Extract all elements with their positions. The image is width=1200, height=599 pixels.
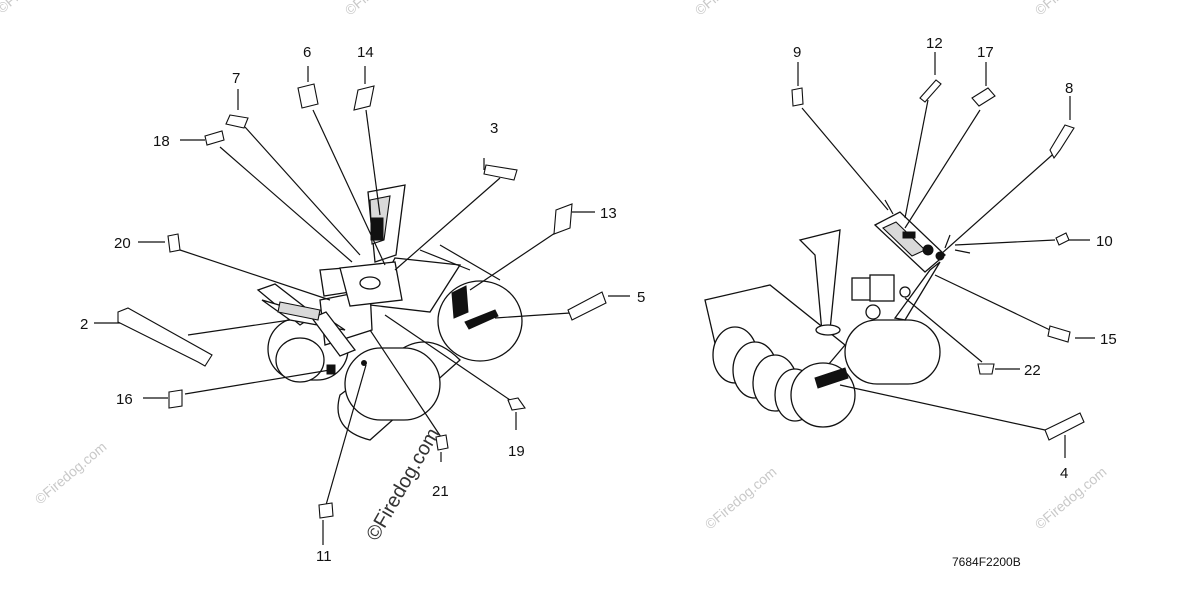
callout-3: 3: [490, 120, 498, 137]
callout-11: 11: [316, 548, 332, 565]
decal-16: [168, 389, 183, 409]
decal-5: [567, 291, 607, 321]
decal-14: [353, 85, 375, 111]
watermarks: ©Firedog.com ©Firedog.com ©Firedog.com ©…: [0, 0, 1109, 532]
callout-19: 19: [508, 443, 525, 460]
decal-19: [507, 397, 526, 411]
callout-9: 9: [793, 44, 801, 61]
decal-8: [1049, 124, 1075, 160]
left-decals: [117, 83, 607, 519]
decal-11: [318, 502, 334, 519]
callout-22: 22: [1024, 362, 1041, 379]
callout-7: 7: [232, 70, 240, 87]
watermark-mid-left: ©Firedog.com: [32, 438, 110, 507]
right-callout-numbers: 4 8 9 10 12 15 17 22: [793, 35, 1117, 482]
decal-7: [225, 114, 249, 129]
drawing-code-group: 7684F2200B: [952, 555, 1021, 569]
snowblower-left: [256, 184, 523, 441]
decal-17: [971, 87, 996, 107]
decal-15: [1047, 325, 1071, 343]
callout-10: 10: [1096, 233, 1113, 250]
left-leader-lines: [94, 66, 630, 545]
callout-5: 5: [637, 289, 645, 306]
decal-18: [204, 130, 225, 146]
callout-8: 8: [1065, 80, 1073, 97]
callout-15: 15: [1100, 331, 1117, 348]
decal-10: [1055, 232, 1070, 246]
snowblower-right: [704, 199, 971, 428]
decal-22: [977, 363, 995, 375]
watermark-top-left: ©Firedog.com: [0, 0, 71, 16]
right-leader-lines: [797, 52, 1095, 458]
drawing-code: 7684F2200B: [952, 555, 1021, 569]
watermark-top-mid: ©Firedog.com: [342, 0, 420, 18]
watermark-mid-right: ©Firedog.com: [702, 463, 780, 532]
callout-17: 17: [977, 44, 994, 61]
callout-21: 21: [432, 483, 449, 500]
decal-4: [1044, 412, 1085, 441]
decal-21: [435, 434, 449, 451]
watermark-bottom-right: ©Firedog.com: [1032, 463, 1110, 532]
callout-20: 20: [114, 235, 131, 252]
callout-12: 12: [926, 35, 943, 52]
right-decals: [791, 79, 1085, 441]
decal-13: [553, 203, 573, 235]
callout-13: 13: [600, 205, 617, 222]
left-callout-numbers: 2 3 5 6 7 11 13 14 16 18 19 20 21: [80, 44, 645, 565]
callout-18: 18: [153, 133, 170, 150]
callout-2: 2: [80, 316, 88, 333]
callout-14: 14: [357, 44, 374, 61]
decal-3: [483, 164, 518, 181]
decal-6: [297, 83, 319, 109]
callout-6: 6: [303, 44, 311, 61]
watermark-top-right-a: ©Firedog.com: [692, 0, 770, 18]
watermark-top-right-b: ©Firedog.com: [1032, 0, 1110, 18]
decal-9: [791, 87, 804, 107]
callout-16: 16: [116, 391, 133, 408]
callout-4: 4: [1060, 465, 1068, 482]
decal-20: [167, 233, 181, 253]
decal-12: [919, 79, 942, 103]
decal-2: [117, 307, 213, 367]
